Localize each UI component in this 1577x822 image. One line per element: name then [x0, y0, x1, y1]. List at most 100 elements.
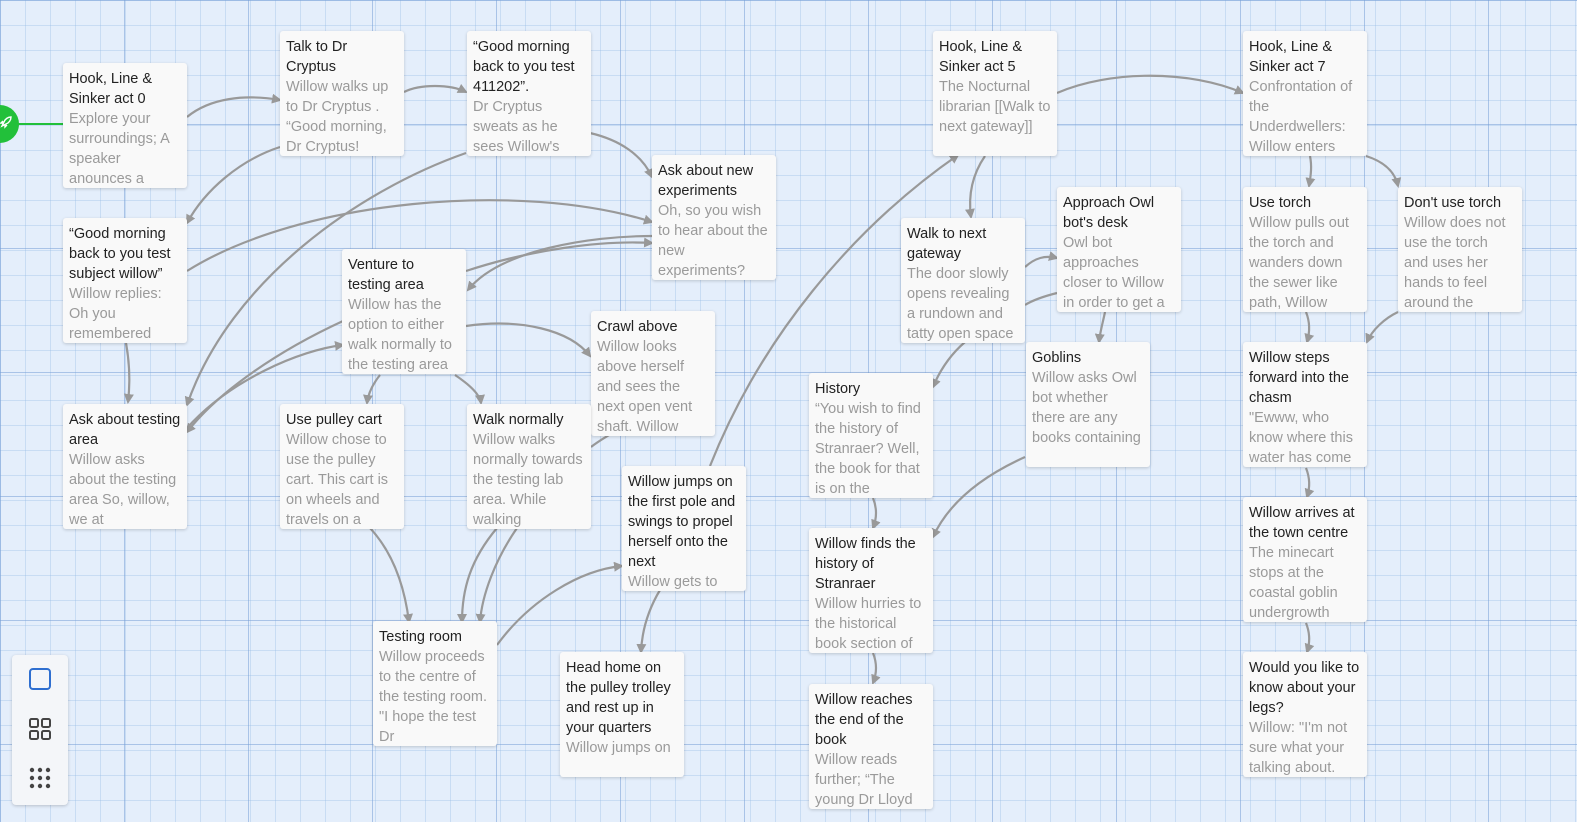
passage-title: Ask about new experiments: [658, 163, 754, 199]
link-act7-to-use-torch: [1305, 155, 1316, 188]
start-passage-marker[interactable]: [0, 105, 19, 143]
passage-title: Willow arrives at the town centre: [1249, 505, 1355, 541]
link-venture-to-walk: [454, 374, 485, 405]
link-venture-to-ask-testing: [185, 320, 344, 434]
passage-title: “Good morning back to you test subject w…: [69, 226, 171, 282]
passage-title: Talk to Dr Cryptus: [286, 39, 348, 75]
link-dont-to-steps: [1365, 311, 1399, 344]
passage-title: Hook, Line & Sinker act 7: [1249, 39, 1333, 75]
link-use-torch-to-steps: [1304, 311, 1315, 344]
link-ask-testing-to-venture: [186, 340, 345, 429]
passage-card[interactable]: Hook, Line & Sinker act 0 Explore your s…: [63, 63, 187, 188]
passage-card[interactable]: Use pulley cart Willow chose to use the …: [280, 404, 404, 529]
passage-card[interactable]: Willow finds the history of Stranraer Wi…: [809, 528, 933, 653]
passage-card[interactable]: Hook, Line & Sinker act 7 Confrontation …: [1243, 31, 1367, 156]
link-steps-to-arrives: [1304, 467, 1315, 499]
passage-title: History: [815, 381, 861, 397]
link-act5-to-act7: [1056, 74, 1245, 95]
link-walk-to-testing-room-a: [457, 527, 498, 624]
zoom-story-structure-button[interactable]: [24, 764, 56, 796]
rocket-icon: [0, 115, 13, 133]
passage-title: Walk to next gateway: [907, 226, 987, 262]
grid-2x2-icon: [28, 717, 52, 746]
link-finds-to-reaches: [871, 652, 881, 685]
passage-excerpt: Willow chose to use the pulley cart. Thi…: [286, 432, 389, 528]
passage-card[interactable]: Venture to testing area Willow has the o…: [342, 249, 466, 374]
zoom-passage-names-button[interactable]: [24, 715, 56, 747]
passage-card[interactable]: “Good morning back to you test 411202”. …: [467, 31, 591, 156]
passage-excerpt: The Nocturnal librarian [[Walk to next g…: [939, 79, 1051, 135]
passage-title: Goblins: [1032, 350, 1082, 366]
passage-card[interactable]: Don't use torch Willow does not use the …: [1398, 187, 1522, 312]
link-goblins-to-finds: [931, 455, 1026, 539]
link-venture-to-crawl: [465, 322, 592, 358]
passage-excerpt: Willow has the option to either walk nor…: [348, 297, 452, 373]
passage-card[interactable]: Approach Owl bot's desk Owl bot approach…: [1057, 187, 1181, 312]
link-talk-to-goodmorning-subject: [186, 145, 281, 225]
passage-excerpt: Willow gets to: [628, 574, 718, 590]
link-history-to-finds: [871, 497, 881, 530]
passage-excerpt: Willow walks normally towards the testin…: [473, 432, 583, 528]
passage-card[interactable]: Willow steps forward into the chasm "Eww…: [1243, 342, 1367, 467]
passage-excerpt: Willow asks Owl bot whether there are an…: [1032, 370, 1141, 446]
passage-card[interactable]: Willow reaches the end of the book Willo…: [809, 684, 933, 809]
link-walk-gateway-to-history: [931, 341, 966, 389]
link-walk-gateway-to-owl: [1024, 251, 1059, 268]
link-act7-to-dont-use-torch: [1365, 154, 1402, 188]
passage-card[interactable]: Crawl above Willow looks above herself a…: [591, 311, 715, 436]
passage-title: Willow jumps on the first pole and swing…: [628, 474, 736, 570]
passage-card[interactable]: Walk to next gateway The door slowly ope…: [901, 218, 1025, 343]
passage-title: Use pulley cart: [286, 412, 382, 428]
passage-excerpt: Willow pulls out the torch and wanders d…: [1249, 215, 1349, 311]
link-subject-to-ask-testing: [123, 342, 134, 404]
passage-excerpt: Willow jumps on: [566, 740, 671, 756]
passage-title: Willow finds the history of Stranraer: [815, 536, 916, 592]
link-arrives-to-would: [1304, 622, 1315, 654]
zoom-passage-names-excerpts-button[interactable]: [24, 665, 56, 697]
passage-card[interactable]: “Good morning back to you test subject w…: [63, 218, 187, 343]
passage-title: Hook, Line & Sinker act 5: [939, 39, 1023, 75]
passage-title: “Good morning back to you test 411202”.: [473, 39, 575, 95]
passage-title: Approach Owl bot's desk: [1063, 195, 1155, 231]
passage-title: Use torch: [1249, 195, 1312, 211]
passage-card[interactable]: Goblins Willow asks Owl bot whether ther…: [1026, 342, 1150, 467]
passage-title: Walk normally: [473, 412, 564, 428]
link-walk-to-testing-room-b: [475, 527, 518, 624]
passage-excerpt: Explore your surroundings; A speaker ano…: [69, 111, 169, 187]
passage-title: Would you like to know about your legs?: [1249, 660, 1360, 716]
start-connector: [18, 123, 64, 125]
passage-excerpt: The door slowly opens revealing a rundow…: [907, 266, 1014, 342]
link-pulley-to-testing-room: [369, 527, 413, 624]
link-act0-to-talk: [186, 93, 282, 118]
passage-excerpt: Willow does not use the torch and uses h…: [1404, 215, 1506, 311]
link-owl-to-walk-gateway: [1024, 291, 1058, 306]
passage-card[interactable]: Use torch Willow pulls out the torch and…: [1243, 187, 1367, 312]
passage-card[interactable]: Head home on the pulley trolley and rest…: [560, 652, 684, 777]
passage-excerpt: Willow: "I'm not sure what your talking …: [1249, 720, 1348, 776]
passage-excerpt: Willow walks up to Dr Cryptus . “Good mo…: [286, 79, 389, 155]
passage-card[interactable]: Willow jumps on the first pole and swing…: [622, 466, 746, 591]
link-subject-to-ask-new: [186, 199, 654, 272]
passage-card[interactable]: Hook, Line & Sinker act 5 The Nocturnal …: [933, 31, 1057, 156]
passage-card[interactable]: History “You wish to find the history of…: [809, 373, 933, 498]
link-venture-to-pulley: [363, 374, 381, 405]
link-owl-to-goblins: [1094, 311, 1107, 344]
link-jumps-to-head-home: [636, 589, 661, 654]
passage-title: Head home on the pulley trolley and rest…: [566, 660, 671, 736]
link-ask-new-to-venture: [466, 234, 653, 292]
passage-excerpt: Willow asks about the testing area So, w…: [69, 452, 177, 528]
passage-card[interactable]: Talk to Dr Cryptus Willow walks up to Dr…: [280, 31, 404, 156]
passage-card[interactable]: Ask about testing area Willow asks about…: [63, 404, 187, 529]
passage-card[interactable]: Testing room Willow proceeds to the cent…: [373, 621, 497, 746]
passage-card[interactable]: Would you like to know about your legs? …: [1243, 652, 1367, 777]
passage-excerpt: Willow proceeds to the centre of the tes…: [379, 649, 487, 745]
passage-title: Hook, Line & Sinker act 0: [69, 71, 153, 107]
link-goodmorning-to-ask-new: [589, 131, 654, 179]
passage-card[interactable]: Ask about new experiments Oh, so you wis…: [652, 155, 776, 280]
passage-excerpt: Dr Cryptus sweats as he sees Willow's: [473, 99, 560, 155]
passage-card[interactable]: Walk normally Willow walks normally towa…: [467, 404, 591, 529]
passage-excerpt: "Ewww, who know where this water has com…: [1249, 410, 1353, 466]
passage-excerpt: Willow replies: Oh you remembered: [69, 286, 162, 342]
passage-card[interactable]: Willow arrives at the town centre The mi…: [1243, 497, 1367, 622]
